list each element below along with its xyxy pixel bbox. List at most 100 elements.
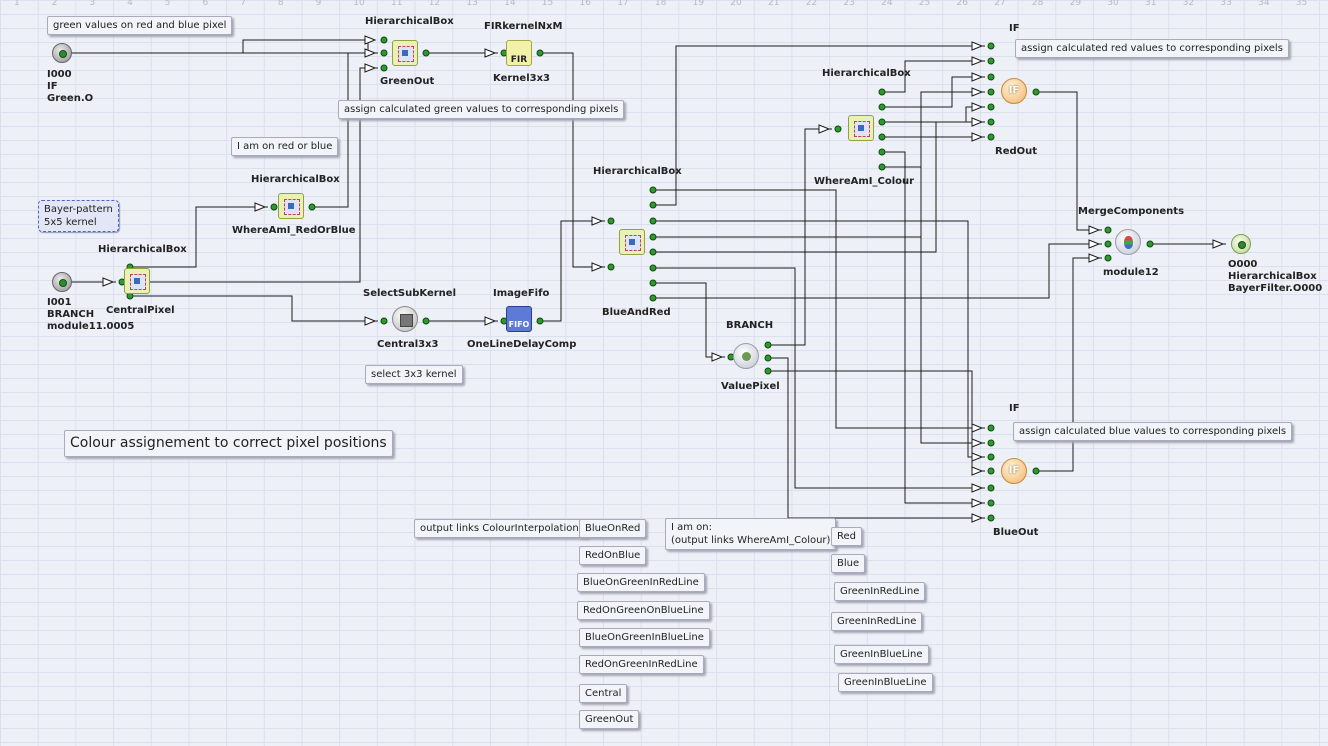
link-label[interactable]: GreenOut: [579, 710, 640, 729]
ruler-number: 3: [89, 0, 96, 8]
central3x3-type-label: SelectSubKernel: [363, 288, 456, 299]
module12-type-label: MergeComponents: [1078, 206, 1185, 217]
note-output-links[interactable]: output links ColourInterpolation:: [414, 519, 589, 538]
kernel3x3-type-label: FIRkernelNxM: [484, 21, 563, 32]
onelinedelay-name-label: OneLineDelayComp: [467, 339, 577, 350]
blueout-name-label: BlueOut: [993, 527, 1039, 538]
ruler-number: 24: [881, 0, 893, 8]
ruler-number: 18: [654, 0, 667, 8]
link-label[interactable]: Red: [831, 527, 862, 546]
note-select-3x3[interactable]: select 3x3 kernel: [365, 365, 463, 384]
centralpixel-type-label: HierarchicalBox: [98, 244, 187, 255]
ruler-number: 34: [1258, 0, 1270, 8]
centralpixel-name-label: CentralPixel: [106, 305, 175, 316]
link-label[interactable]: Central: [579, 684, 628, 703]
ruler-number: 28: [1031, 0, 1044, 8]
blueandred-name-label: BlueAndRed: [602, 307, 671, 318]
link-label[interactable]: RedOnGreenInRedLine: [579, 655, 704, 674]
ruler-number: 1: [14, 0, 20, 8]
output-port-o000[interactable]: [1231, 234, 1251, 254]
link-label[interactable]: RedOnBlue: [579, 546, 647, 565]
note-assign-blue[interactable]: assign calculated blue values to corresp…: [1013, 422, 1293, 441]
ruler-number: 11: [391, 0, 403, 8]
redorblue-name-label: WhereAmI_RedOrBlue: [232, 225, 356, 236]
ruler-number: 20: [730, 0, 742, 8]
greenout-name-label: GreenOut: [380, 76, 435, 87]
valuepixel-name-label: ValuePixel: [721, 381, 780, 392]
ruler-number: 31: [1145, 0, 1157, 8]
if-icon[interactable]: IF: [1001, 78, 1027, 104]
ruler-number: 33: [1220, 0, 1232, 8]
link-label[interactable]: Blue: [831, 554, 866, 573]
hierarchical-box-icon[interactable]: [848, 115, 874, 141]
note-red-or-blue[interactable]: I am on red or blue: [231, 137, 339, 156]
note-bayer-pattern[interactable]: Bayer-pattern 5x5 kernel: [38, 200, 119, 232]
ruler-number: 2: [51, 0, 58, 8]
central3x3-name-label: Central3x3: [377, 339, 439, 350]
input-port-i001[interactable]: [52, 272, 72, 292]
hierarchical-box-icon[interactable]: [619, 229, 645, 255]
ruler-number: 23: [843, 0, 855, 8]
note-assign-green[interactable]: assign calculated green values to corres…: [338, 100, 625, 119]
hierarchical-box-icon[interactable]: [124, 268, 150, 294]
ruler-number: 6: [202, 0, 209, 8]
ruler-number: 22: [805, 0, 818, 8]
ruler-number: 26: [956, 0, 968, 8]
blueout-type-label: IF: [1009, 403, 1020, 414]
ruler-number: 4: [127, 0, 133, 8]
input-port-i000[interactable]: [52, 43, 72, 63]
fir-icon[interactable]: FIR: [506, 40, 532, 66]
link-label[interactable]: BlueOnRed: [579, 519, 647, 538]
fifo-icon[interactable]: FIFO: [506, 306, 532, 332]
note-i-am-on[interactable]: I am on: (output links WhereAmI_Colour): [665, 518, 837, 550]
redout-name-label: RedOut: [995, 146, 1038, 157]
link-label[interactable]: RedOnGreenOnBlueLine: [577, 601, 710, 620]
greenout-type-label: HierarchicalBox: [365, 16, 454, 27]
ruler-number: 25: [918, 0, 931, 8]
ruler-number: 32: [1182, 0, 1195, 8]
ruler-number: 30: [1107, 0, 1119, 8]
ruler-number: 9: [315, 0, 322, 8]
link-label[interactable]: BlueOnGreenInRedLine: [577, 573, 705, 592]
if-icon[interactable]: IF: [1001, 458, 1027, 484]
ruler-number: 8: [277, 0, 284, 8]
blueandred-type-label: HierarchicalBox: [593, 166, 682, 177]
ruler-number: 19: [692, 0, 705, 8]
select-subkernel-icon[interactable]: [392, 306, 418, 332]
hierarchical-box-icon[interactable]: [278, 193, 304, 219]
link-label[interactable]: GreenInRedLine: [831, 612, 923, 631]
note-colour-assignment[interactable]: Colour assignement to correct pixel posi…: [64, 430, 393, 457]
hierarchical-box-icon[interactable]: [392, 40, 418, 66]
redout-type-label: IF: [1009, 23, 1020, 34]
module12-name-label: module12: [1103, 267, 1159, 278]
ruler-number: 7: [240, 0, 246, 8]
onelinedelay-type-label: ImageFifo: [493, 288, 550, 299]
link-label[interactable]: GreenInRedLine: [834, 582, 926, 601]
redorblue-type-label: HierarchicalBox: [251, 174, 340, 185]
ruler-number: 13: [466, 0, 478, 8]
note-assign-red[interactable]: assign calculated red values to correspo…: [1015, 39, 1289, 58]
branch-icon[interactable]: [733, 343, 759, 369]
link-label[interactable]: GreenInBlueLine: [838, 673, 933, 692]
ruler-number: 5: [164, 0, 171, 8]
ruler-number: 17: [617, 0, 629, 8]
ruler-number: 14: [504, 0, 516, 8]
colour-name-label: WhereAmI_Colour: [814, 176, 915, 187]
ruler-number: 10: [353, 0, 365, 8]
note-green-values[interactable]: green values on red and blue pixel: [47, 16, 233, 35]
link-label[interactable]: GreenInBlueLine: [834, 645, 929, 664]
ruler-number: 27: [994, 0, 1006, 8]
link-label[interactable]: BlueOnGreenInBlueLine: [579, 628, 710, 647]
ruler-number: 16: [579, 0, 591, 8]
merge-icon[interactable]: [1115, 229, 1141, 255]
ruler-number: 15: [541, 0, 554, 8]
ruler-number: 29: [1069, 0, 1082, 8]
valuepixel-type-label: BRANCH: [726, 320, 774, 331]
colour-type-label: HierarchicalBox: [822, 68, 911, 79]
ruler-number: 21: [768, 0, 780, 8]
kernel3x3-name-label: Kernel3x3: [493, 73, 550, 84]
